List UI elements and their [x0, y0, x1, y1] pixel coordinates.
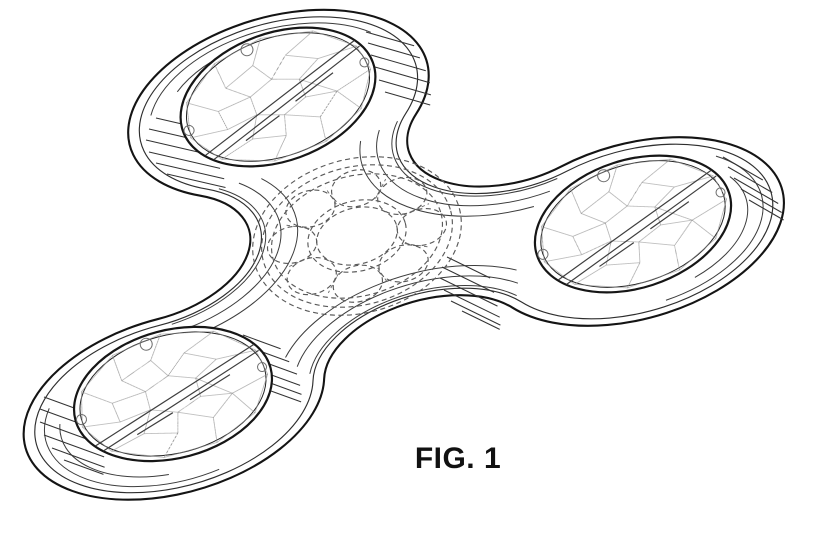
hatch-line — [378, 79, 432, 96]
shine-streaks — [95, 343, 259, 452]
bearing-race-groove — [270, 173, 444, 299]
hatch-line — [441, 266, 495, 293]
hatch-line — [439, 277, 498, 307]
hatch-line — [155, 162, 225, 180]
bearing-ball — [332, 264, 384, 303]
contour-arc — [656, 147, 768, 300]
lobe-bearing-bottom-left — [59, 306, 287, 482]
cage-tick — [327, 273, 339, 294]
cage-tick — [404, 243, 431, 248]
hatch-line — [740, 188, 782, 213]
hatch-line — [722, 156, 764, 181]
bearing-ball — [377, 176, 428, 216]
contour-arc — [293, 261, 520, 367]
contour-arc — [306, 270, 520, 373]
hatch-line — [166, 173, 226, 189]
hatch-line — [727, 166, 773, 193]
cage-tick — [325, 187, 337, 205]
contour-arc — [146, 7, 373, 115]
contour-arc — [179, 175, 286, 328]
hatch-line — [43, 434, 105, 458]
bearing-ball — [286, 256, 337, 296]
hatch-line — [148, 151, 221, 169]
hatch-line — [748, 199, 784, 221]
bearing-outer-race — [252, 156, 462, 316]
bearing-bore — [316, 206, 398, 266]
hatch-line — [733, 177, 779, 204]
cage-tick — [284, 256, 311, 269]
lobe-bearing-right — [517, 132, 749, 316]
body-outer-outline — [0, 0, 796, 526]
body-inner-outline — [9, 0, 784, 517]
center-bearing-hidden — [252, 156, 462, 316]
bearing-ball — [285, 189, 336, 228]
contour-arc — [390, 88, 557, 217]
contour-arc — [375, 95, 550, 230]
hatch-line — [443, 289, 500, 318]
contour-arc — [281, 251, 519, 357]
cage-tick — [377, 267, 389, 285]
hatch-line — [242, 334, 281, 350]
hatch-line — [446, 256, 491, 279]
hatch-line — [63, 459, 104, 475]
hatch-line — [51, 447, 105, 468]
contour-arc — [59, 402, 168, 497]
hatch-line — [367, 42, 421, 59]
hatch-line — [365, 31, 415, 47]
contour-arc — [43, 373, 220, 509]
bearing-inner-race — [307, 199, 407, 273]
bearing-ball — [378, 244, 429, 283]
hatch-line — [374, 66, 430, 84]
cage-tick — [283, 224, 310, 229]
contour-arc — [199, 172, 304, 330]
hatch-line — [450, 300, 501, 326]
shine-streaks — [205, 40, 360, 161]
hatch-line — [461, 310, 500, 330]
lobe-bearing-top — [161, 2, 395, 191]
hatch-line — [370, 54, 426, 72]
shine-streaks — [558, 169, 717, 286]
figure-label: FIG. 1 — [415, 442, 501, 475]
hatch-line — [384, 91, 431, 106]
cage-tick — [403, 203, 430, 216]
hatch-line — [270, 390, 302, 403]
bearing-ball — [266, 225, 318, 265]
contour-arc — [163, 180, 271, 325]
contour-arc — [688, 173, 752, 277]
bearing-ball — [330, 169, 382, 208]
bearing-outer-race-inner — [261, 164, 453, 308]
contour-arc — [359, 105, 534, 243]
